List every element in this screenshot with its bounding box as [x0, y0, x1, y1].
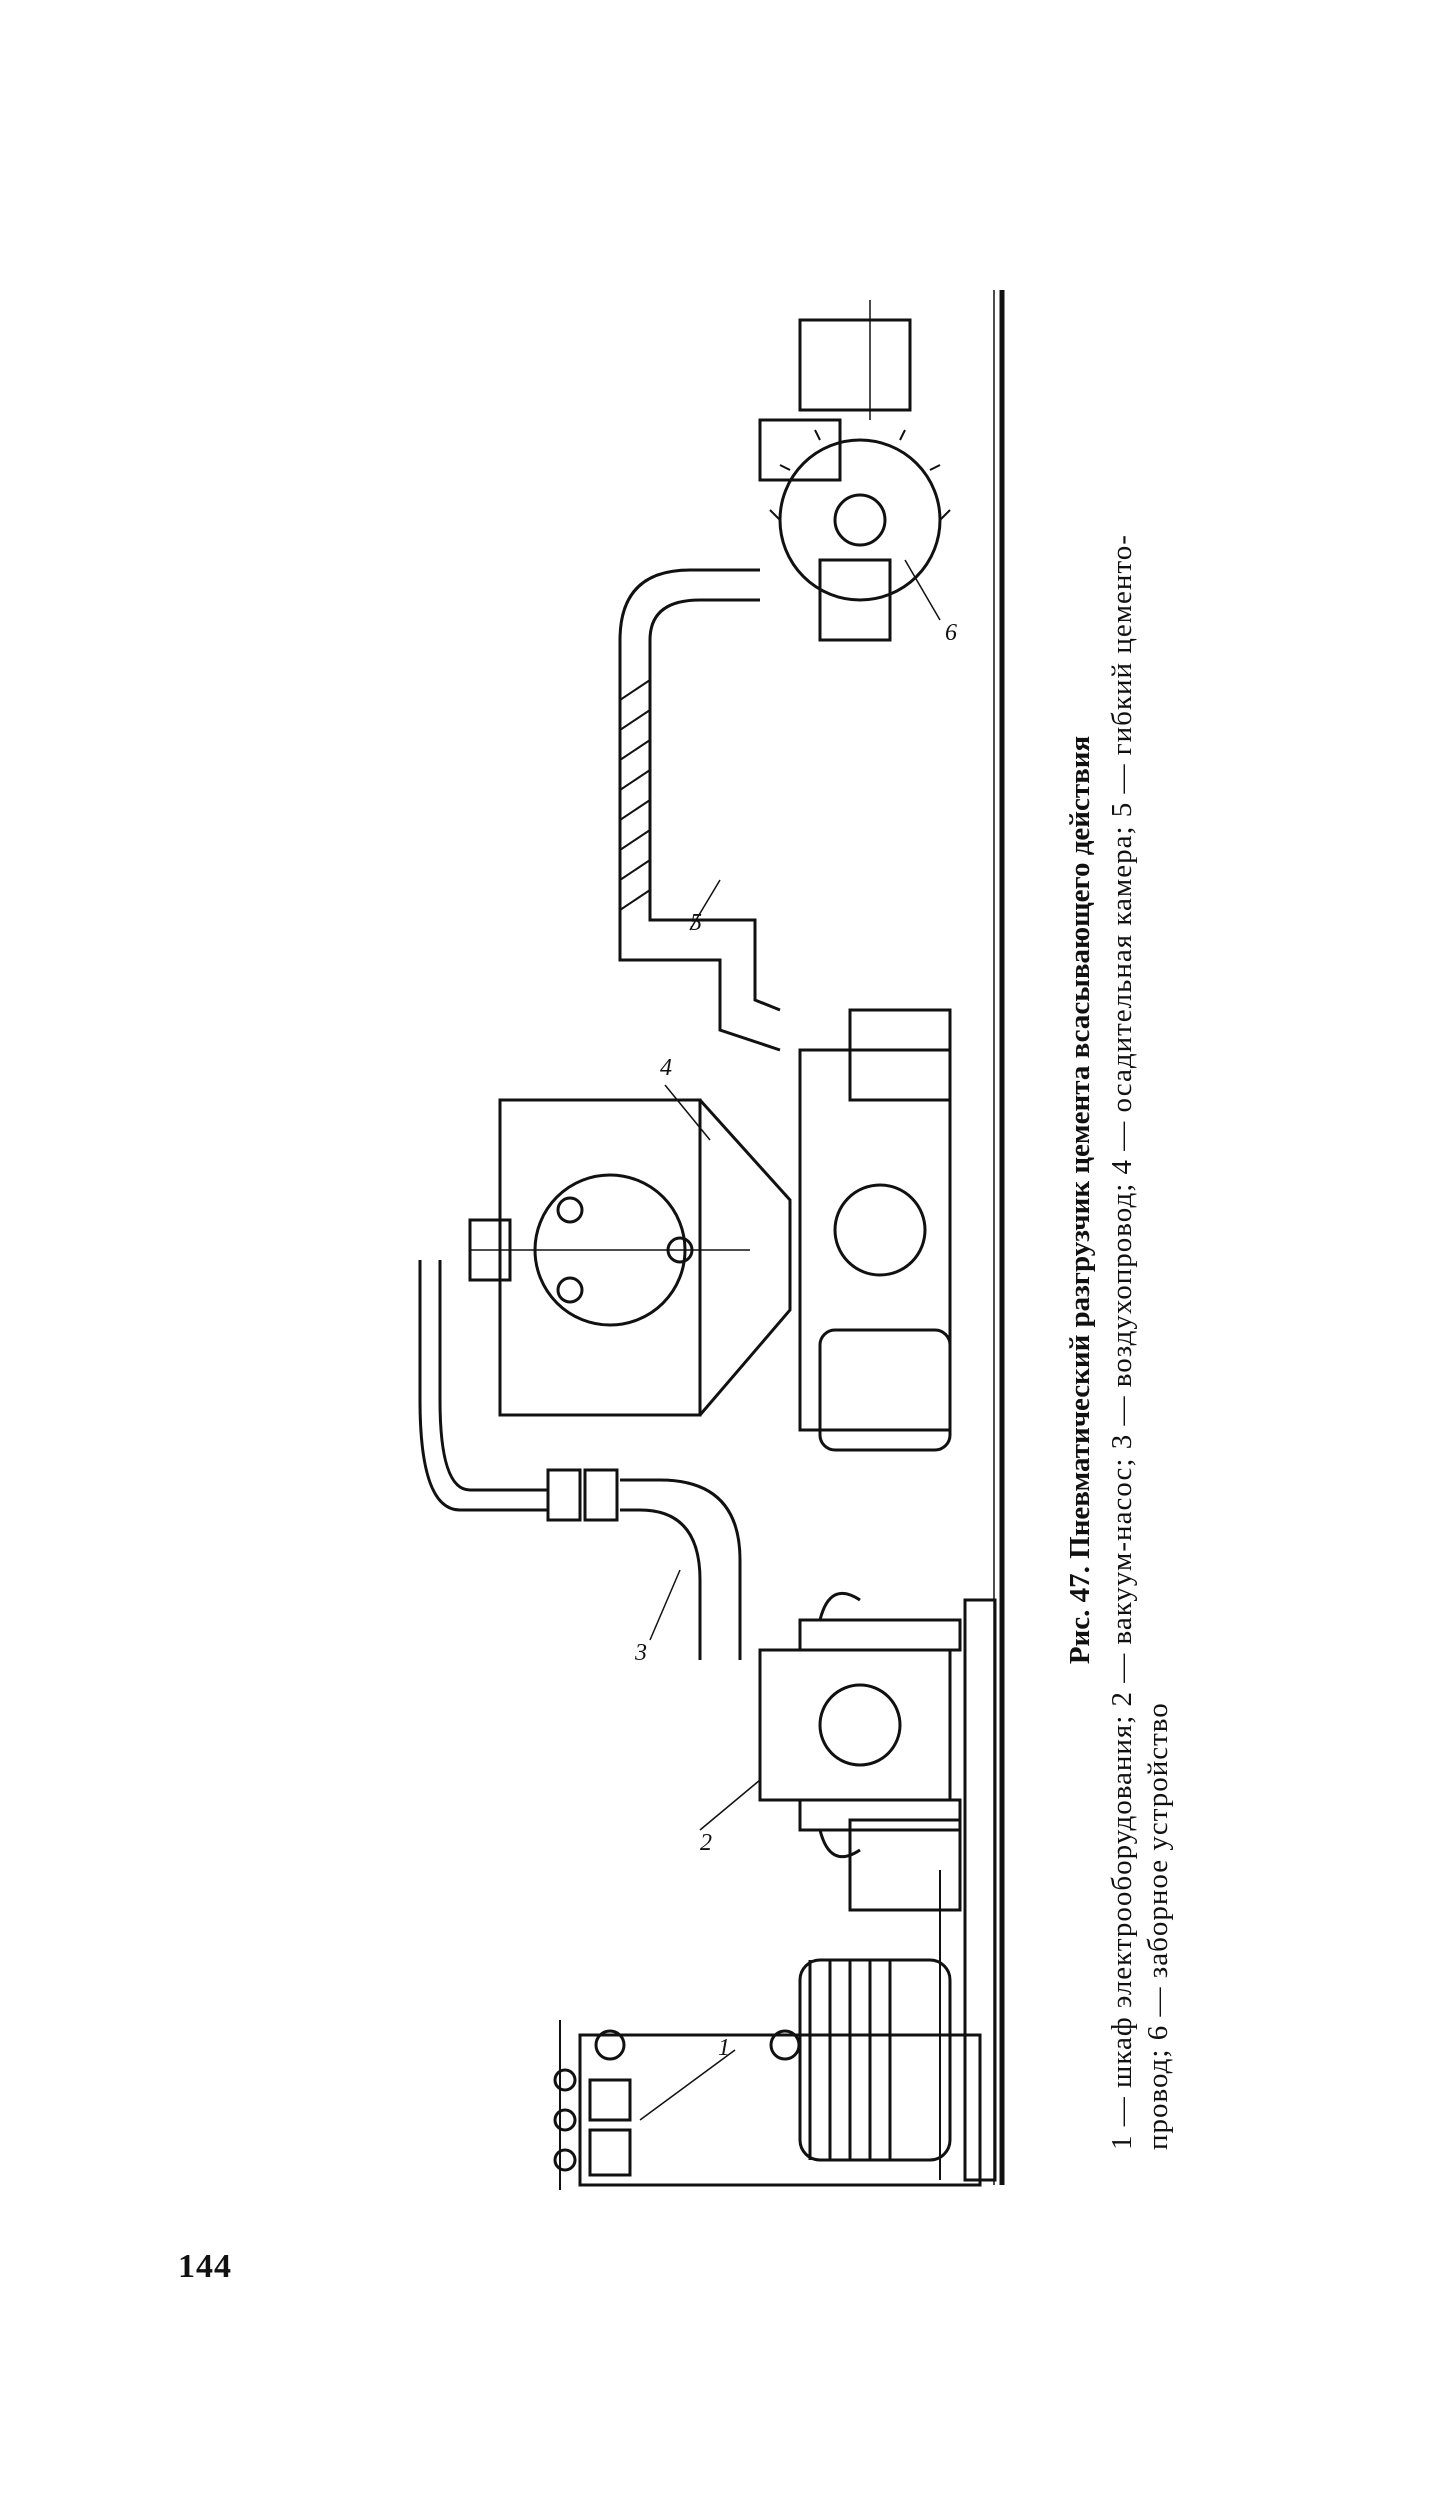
base-unit [798, 1008, 952, 1452]
air-duct [418, 1260, 742, 1660]
legend-line-1: 1 — шкаф электрооборудования; 2 — вакуум… [1106, 534, 1138, 2150]
settling-chamber [468, 1098, 792, 1417]
callout-1: 1 [718, 2035, 730, 2061]
callout-6: 6 [945, 620, 957, 646]
flexible-cement-pipe [618, 568, 781, 1052]
caption-title: Рис. 47. Пневматический разгрузчик цемен… [1064, 735, 1096, 1665]
callout-2: 2 [700, 1830, 712, 1856]
callout-5: 5 [690, 910, 702, 936]
figure-caption: Рис. 47. Пневматический разгрузчик цемен… [1062, 250, 1176, 2150]
caption-legend: 1 — шкаф электрооборудования; 2 — вакуум… [1104, 250, 1176, 2150]
callout-3: 3 [634, 1640, 647, 1666]
page-number: 144 [178, 2248, 232, 2285]
intake-device [758, 300, 951, 642]
callout-labels: 1 2 3 4 5 6 [634, 559, 957, 2121]
legend-line-2: провод; 6 — заборное устройство [1142, 1702, 1174, 2150]
callout-4: 4 [660, 1055, 672, 1081]
vacuum-pump [758, 1591, 997, 2182]
electrical-cabinet [553, 1870, 982, 2190]
